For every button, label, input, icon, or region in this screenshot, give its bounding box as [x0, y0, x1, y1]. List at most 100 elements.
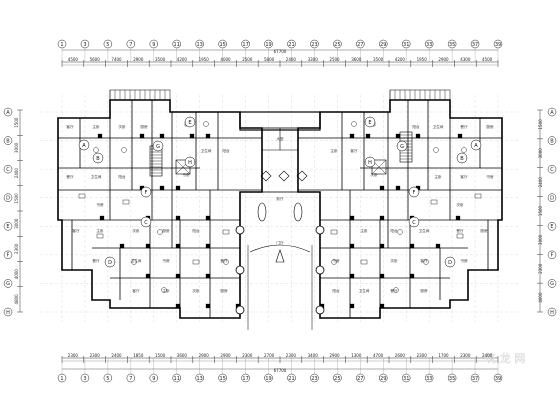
- dim-left-value: 1500: [14, 193, 19, 204]
- dim-bottom-value: 2300: [242, 353, 253, 358]
- unit-letter: C: [412, 220, 416, 226]
- axis-letter: E: [550, 224, 553, 230]
- dim-right-value: 1500: [538, 205, 543, 216]
- dim-top-value: 4000: [220, 57, 231, 62]
- axis-number: 31: [403, 42, 409, 48]
- room-label: 餐厅: [460, 124, 468, 129]
- column: [205, 133, 211, 139]
- axis-letter: E: [6, 224, 9, 230]
- room-label: 阳台: [222, 148, 230, 153]
- column: [175, 185, 181, 191]
- unit-bubble: [470, 139, 482, 151]
- fixture: [331, 259, 337, 265]
- room-label: 客厅: [420, 258, 428, 263]
- axis-bubble: [547, 164, 557, 174]
- room-label: 书房: [182, 172, 190, 177]
- axis-letter: C: [6, 167, 10, 173]
- axis-number: 3: [83, 42, 86, 48]
- room-label: 主卧: [360, 228, 368, 233]
- column: [395, 133, 401, 139]
- axis-number: 35: [449, 376, 455, 382]
- unit-bubble: [140, 216, 152, 228]
- room-label: 客厅: [460, 174, 468, 179]
- axis-number: 5: [106, 376, 109, 382]
- axis-bubble: [3, 279, 13, 288]
- axis-letter: B: [550, 138, 554, 144]
- fixture: [456, 233, 464, 239]
- room-label: 卫生间: [433, 124, 444, 129]
- room-label: 书房: [332, 258, 340, 263]
- dim-top-value: 5600: [90, 57, 101, 62]
- entrance-arrow: [275, 249, 285, 263]
- fixture: [397, 229, 403, 235]
- dim-right-value: 3000: [538, 234, 543, 245]
- fixture: [351, 121, 357, 127]
- column: [379, 273, 385, 279]
- unit-bubble: [104, 256, 116, 268]
- room-label: 厨房: [140, 124, 148, 129]
- dim-top-value: 5800: [264, 57, 275, 62]
- room-label: 书房: [460, 258, 468, 263]
- walls: [57, 89, 503, 330]
- unit-bubble: [364, 116, 376, 128]
- overall-dimension-bottom: 67700: [274, 368, 287, 373]
- plaza-diamond: [278, 170, 290, 182]
- column: [189, 133, 195, 139]
- dim-bottom-value: 2900: [220, 353, 231, 358]
- unit-bubble: [364, 156, 376, 168]
- fixture: [121, 147, 127, 153]
- column: [145, 273, 151, 279]
- room-label: 次卧: [132, 228, 140, 233]
- column: [409, 243, 415, 249]
- unit-letter: A: [474, 143, 478, 149]
- dim-bottom-value: 2900: [199, 353, 210, 358]
- axis-letter: F: [7, 253, 10, 259]
- dim-top-value: 1950: [417, 57, 428, 62]
- column: [175, 273, 181, 279]
- room-label: 阳台: [390, 228, 398, 233]
- unit-letter: B: [460, 156, 464, 162]
- dim-top-value: 1950: [199, 57, 210, 62]
- plaza-column: [315, 265, 325, 275]
- axis-letter: A: [6, 110, 10, 116]
- axis-number: 7: [129, 42, 132, 48]
- room-label: 阳台: [192, 228, 200, 233]
- fixture: [223, 259, 229, 265]
- axis-number: 23: [311, 376, 317, 382]
- room-label: 主卧: [96, 228, 104, 233]
- axis-number: 17: [242, 42, 248, 48]
- unit-letter: B: [96, 156, 100, 162]
- axis-number: 25: [334, 42, 340, 48]
- axis-letter: G: [6, 281, 10, 287]
- fixture: [122, 199, 130, 205]
- axis-number: 19: [265, 376, 271, 382]
- fixture: [423, 259, 429, 265]
- axis-number: 15: [219, 42, 225, 48]
- dim-left-value: 3000: [14, 142, 19, 153]
- column: [349, 215, 355, 221]
- axis-number: 19: [265, 42, 271, 48]
- column: [205, 273, 211, 279]
- fixture: [330, 229, 338, 235]
- column: [379, 243, 385, 249]
- room-label: 书房: [162, 258, 170, 263]
- dim-bottom-value: 2400: [111, 353, 122, 358]
- room-label: 次卧: [370, 172, 378, 177]
- column: [379, 215, 385, 221]
- unit-letter: D: [108, 260, 112, 266]
- elevator-shaft: [371, 159, 387, 175]
- dim-left-value: 1500: [14, 117, 19, 128]
- dim-top-value: 4300: [460, 57, 471, 62]
- dim-left-value: 2400: [14, 168, 19, 179]
- axis-number: 31: [403, 376, 409, 382]
- room-label: 卫生间: [359, 288, 370, 293]
- unit-bubble: [184, 156, 196, 168]
- room-label: 主卧: [330, 148, 338, 153]
- axis-number: 15: [219, 376, 225, 382]
- dim-right-value: 4000: [538, 292, 543, 303]
- room-label: 阳台: [332, 288, 340, 293]
- dim-top-value: 3600: [351, 57, 362, 62]
- column: [409, 273, 415, 279]
